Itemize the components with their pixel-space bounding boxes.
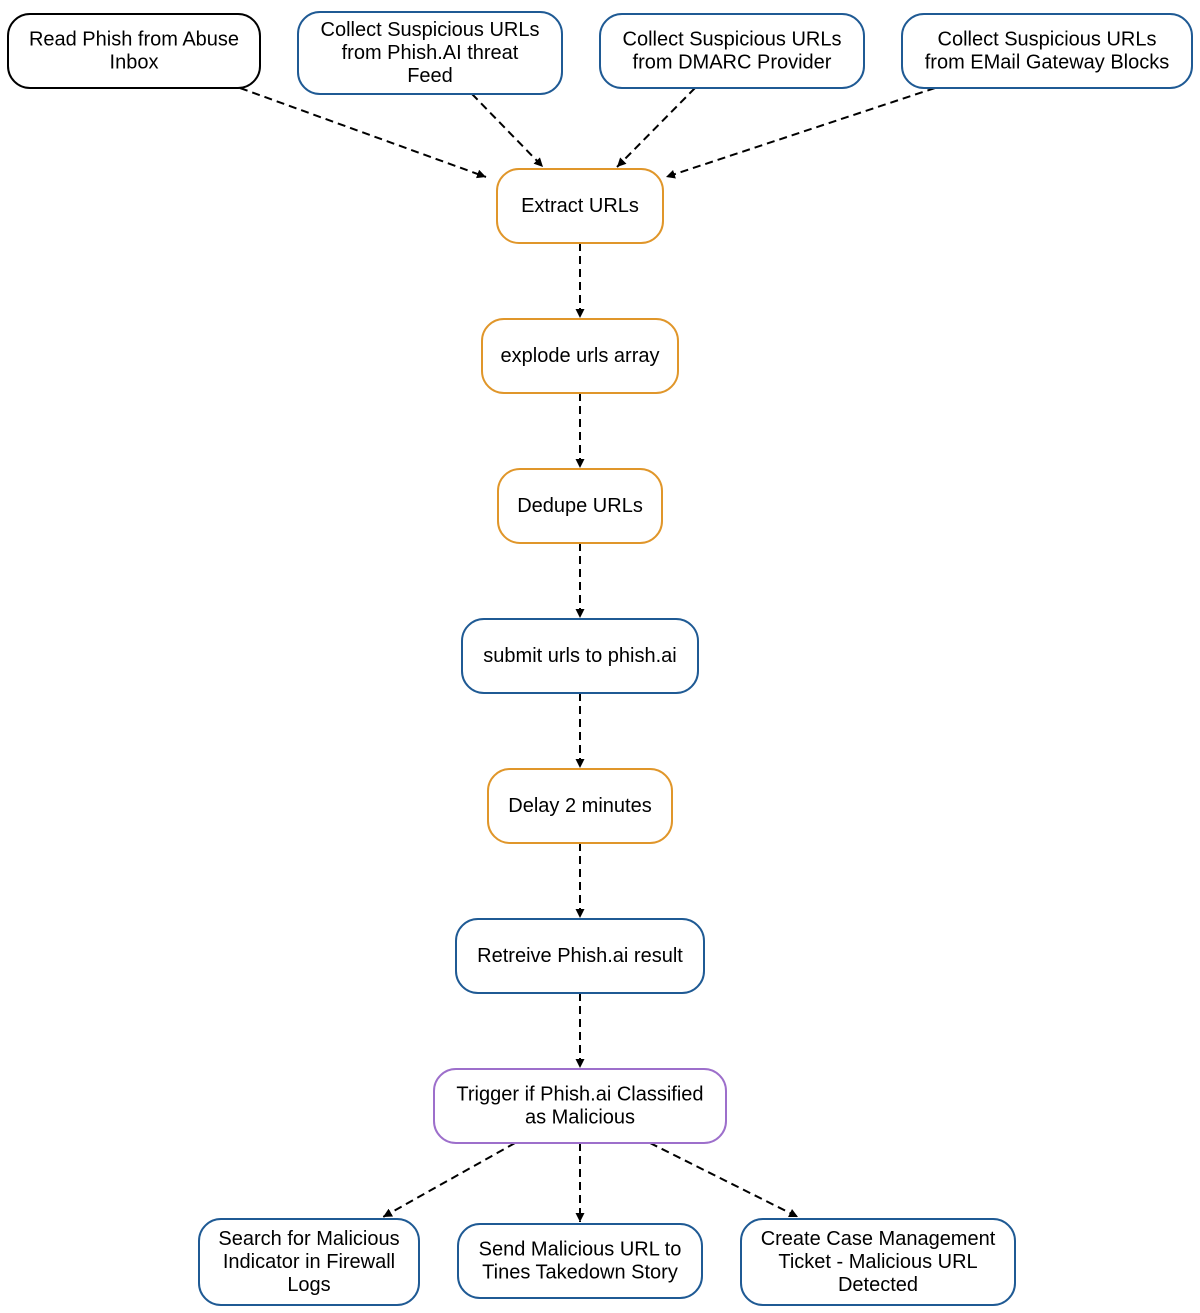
node-box	[901, 13, 1193, 89]
node-label: submit urls to phish.ai	[483, 645, 676, 667]
node-label: Collect Suspicious URLs	[321, 19, 540, 41]
node-label: Logs	[287, 1274, 330, 1296]
node-label: Feed	[407, 65, 453, 87]
node-box	[481, 318, 679, 394]
node-box	[497, 468, 663, 544]
node-label: Delay 2 minutes	[508, 795, 651, 817]
node-label: Search for Malicious	[218, 1228, 399, 1250]
node-label: Tines Takedown Story	[482, 1262, 678, 1284]
node-box	[461, 618, 699, 694]
node-label: as Malicious	[525, 1107, 635, 1129]
node-label: Collect Suspicious URLs	[938, 29, 1157, 51]
node-box	[496, 168, 664, 244]
node-label: Dedupe URLs	[517, 495, 643, 517]
node-label: Trigger if Phish.ai Classified	[456, 1084, 703, 1106]
edge-trigger-malicious-to-search-firewall	[382, 1142, 516, 1218]
node-label: Send Malicious URL to	[479, 1239, 682, 1261]
node-box	[7, 13, 261, 89]
node-label: Ticket - Malicious URL	[778, 1251, 977, 1273]
node-extract-urls: Extract URLs	[496, 168, 664, 244]
node-label: from DMARC Provider	[633, 52, 832, 74]
node-label: from Phish.AI threat	[342, 42, 519, 64]
node-delay: Delay 2 minutes	[487, 768, 673, 844]
node-box	[198, 1218, 420, 1306]
node-label: Create Case Management	[761, 1228, 996, 1250]
node-label: from EMail Gateway Blocks	[925, 52, 1170, 74]
node-box	[457, 1223, 703, 1299]
node-submit-urls: submit urls to phish.ai	[461, 618, 699, 694]
node-label: Collect Suspicious URLs	[623, 29, 842, 51]
node-box	[740, 1218, 1016, 1306]
node-box	[297, 11, 563, 95]
node-box	[433, 1068, 727, 1144]
node-label: explode urls array	[501, 345, 660, 367]
edge-collect-phishai-to-extract-urls	[471, 93, 544, 168]
node-label: Extract URLs	[521, 195, 639, 217]
edges-layer	[239, 87, 936, 1222]
edge-trigger-malicious-to-create-ticket	[649, 1142, 799, 1218]
node-box	[599, 13, 865, 89]
node-label: Indicator in Firewall	[223, 1251, 395, 1273]
node-retrieve-result: Retreive Phish.ai result	[455, 918, 705, 994]
node-box	[455, 918, 705, 994]
node-label: Retreive Phish.ai result	[477, 945, 683, 967]
node-dedupe-urls: Dedupe URLs	[497, 468, 663, 544]
node-label: Read Phish from Abuse	[29, 29, 239, 51]
node-label: Detected	[838, 1274, 918, 1296]
edge-read-phish-to-extract-urls	[239, 87, 487, 179]
node-explode-urls: explode urls array	[481, 318, 679, 394]
edge-collect-dmarc-to-extract-urls	[616, 87, 696, 168]
node-label: Inbox	[110, 52, 159, 74]
edge-collect-gateway-to-extract-urls	[665, 87, 936, 179]
node-box	[487, 768, 673, 844]
